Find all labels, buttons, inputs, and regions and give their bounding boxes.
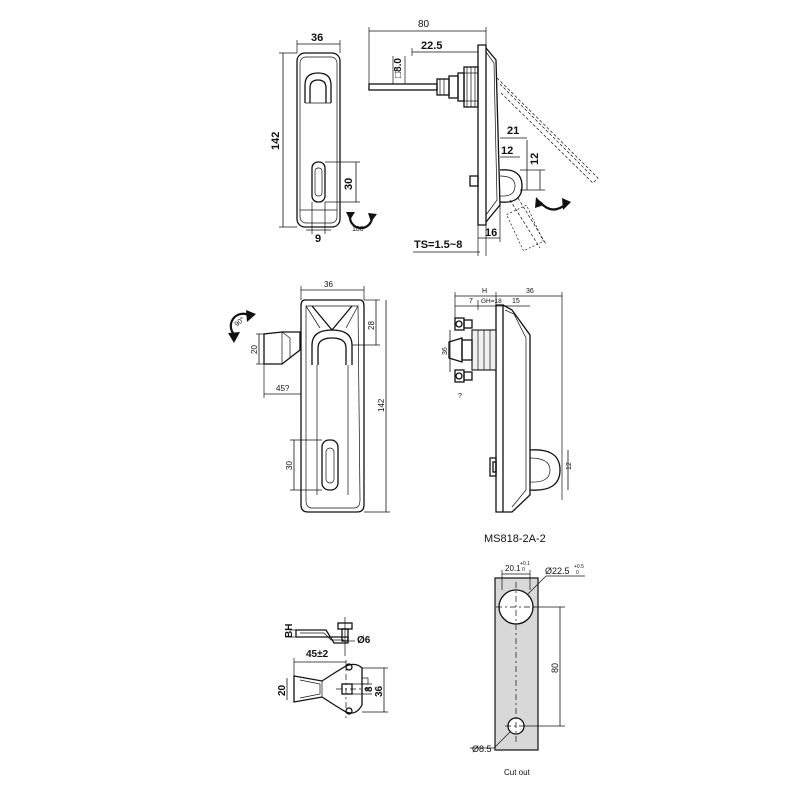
view3-top-label: 28 [367, 321, 376, 330]
view2-d12b-label: 12 [529, 153, 541, 165]
view4-side36-label: 36 [442, 347, 449, 355]
view2-square-label: □8.0 [393, 58, 404, 78]
cam-detail-view: BH Ø6 45±2 20 8 36 [277, 617, 388, 718]
model-number-label: MS818-2A-2 [484, 533, 546, 545]
view3-cam-length-label: 45? [276, 384, 290, 393]
view3-cam-height-label: 20 [250, 345, 259, 354]
side-view-top: 80 22.5 □8.0 21 12 12 16 TS=1.5~8 [368, 19, 599, 256]
view2-d16-label: 16 [485, 227, 497, 239]
cutout-caption: Cut out [504, 768, 531, 777]
view5-square-label: 8 [364, 686, 375, 692]
view4-gh-label: GH=18 [481, 298, 502, 305]
rotate-90-icon [228, 310, 256, 343]
view5-d20-label: 20 [277, 684, 288, 696]
front-view-top: 36 142 30 9 180° [270, 32, 377, 245]
view5-pin-label: Ø6 [357, 635, 371, 646]
view6-d20-1-tol-up: +0.1 [520, 561, 530, 567]
view1-slot-length-label: 30 [343, 178, 355, 190]
view5-d36-label: 36 [374, 685, 385, 697]
view4-h-label: H [482, 288, 487, 295]
side-view-mid: H 7 GH=18 15 36 36 ? 12 MS818-2A-2 [442, 288, 573, 545]
view2-ts-label: TS=1.5~8 [414, 239, 462, 251]
view5-bh-label: BH [284, 624, 295, 638]
view2-d21-label: 21 [507, 125, 519, 137]
view1-slot-width-label: 9 [315, 233, 321, 245]
view6-d20-1-tol-low: 0 [522, 567, 525, 573]
view6-d20-1-label: 20.1 [505, 564, 521, 573]
view6-hole-big-tol-low: 0 [576, 570, 579, 576]
view2-shaft-length-label: 22.5 [421, 40, 442, 52]
cutout-view: 20.1 +0.1 0 Ø22.5 +0.5 0 80 Ø8.5 Cut out [470, 561, 585, 777]
view6-hole-small-label: Ø8.5 [472, 744, 492, 754]
view3-slot-length-label: 30 [285, 461, 294, 470]
view4-d36-label: 36 [526, 288, 534, 295]
view6-pitch-label: 80 [550, 663, 560, 673]
view3-width-label: 36 [324, 280, 333, 289]
view2-depth-label: 80 [418, 19, 430, 30]
rotate-180-icon [346, 212, 377, 230]
view4-q-label: ? [458, 393, 462, 400]
rotate-arrow-icon [535, 197, 571, 211]
view4-d12-label: 12 [566, 462, 573, 470]
view4-d15-label: 15 [512, 298, 520, 305]
view5-length-label: 45±2 [306, 649, 329, 660]
view2-d12a-label: 12 [501, 145, 513, 157]
view3-height-label: 142 [377, 398, 386, 412]
view6-hole-big-label: Ø22.5 [545, 566, 570, 576]
view6-hole-big-tol-up: +0.5 [574, 564, 584, 570]
front-view-mid: 36 28 142 30 20 45? 90° [228, 280, 390, 513]
view1-width-label: 36 [311, 32, 323, 44]
view1-rotation-label: 180° [352, 225, 367, 233]
view4-d7-label: 7 [469, 298, 473, 305]
view1-height-label: 142 [270, 132, 282, 150]
